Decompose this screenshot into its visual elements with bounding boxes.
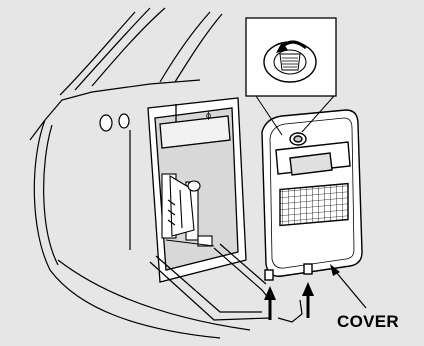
push-arrow-icon bbox=[302, 282, 314, 296]
cover-leader bbox=[330, 264, 366, 308]
push-arrow-icon bbox=[264, 286, 276, 300]
body-bolts bbox=[100, 114, 129, 131]
cover-label: COVER bbox=[337, 312, 399, 332]
cover-panel bbox=[262, 110, 362, 280]
svg-text:ϕ: ϕ bbox=[206, 110, 211, 120]
